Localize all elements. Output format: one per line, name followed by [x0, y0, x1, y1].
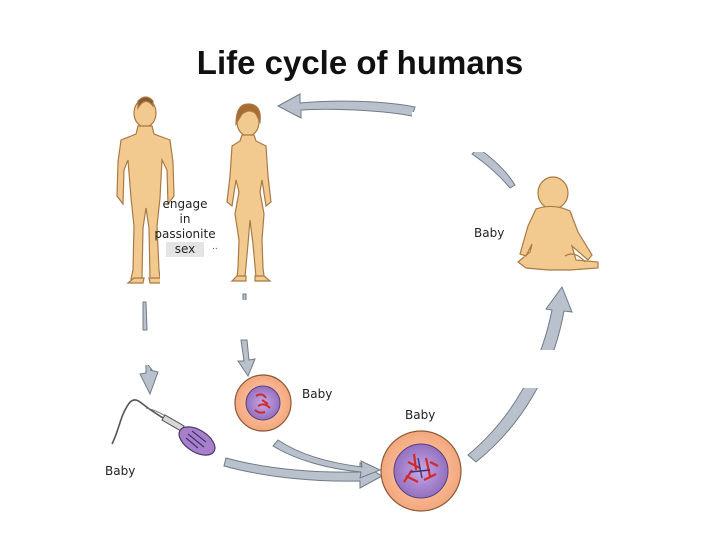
- zygote-cell: [380, 430, 462, 512]
- arrow-top: [276, 93, 516, 189]
- label-baby-sperm: Baby: [105, 464, 136, 478]
- diagram-title: Life cycle of humans: [196, 44, 524, 81]
- center-dots: ..: [212, 242, 218, 252]
- label-baby-zygote: Baby: [405, 408, 436, 422]
- arrow-right-up: [467, 285, 573, 463]
- arrow-egg-to-zygote: [272, 439, 382, 479]
- blank-label-patches: [105, 112, 578, 388]
- center-annotation: engage in passionite sex: [150, 197, 220, 257]
- center-line-2: in: [179, 212, 191, 226]
- label-baby-egg: Baby: [302, 387, 333, 401]
- sperm-cell: [111, 399, 216, 456]
- label-baby-infant: Baby: [474, 226, 505, 240]
- egg-cell: [234, 374, 292, 432]
- arrow-man-to-sperm: [139, 301, 159, 396]
- center-line-4: sex: [166, 242, 204, 257]
- arrow-sperm-to-zygote: [223, 457, 384, 489]
- woman-figure: [226, 103, 272, 282]
- center-line-3: passionite: [154, 227, 216, 241]
- center-line-1: engage: [162, 197, 208, 211]
- baby-figure: [517, 176, 599, 271]
